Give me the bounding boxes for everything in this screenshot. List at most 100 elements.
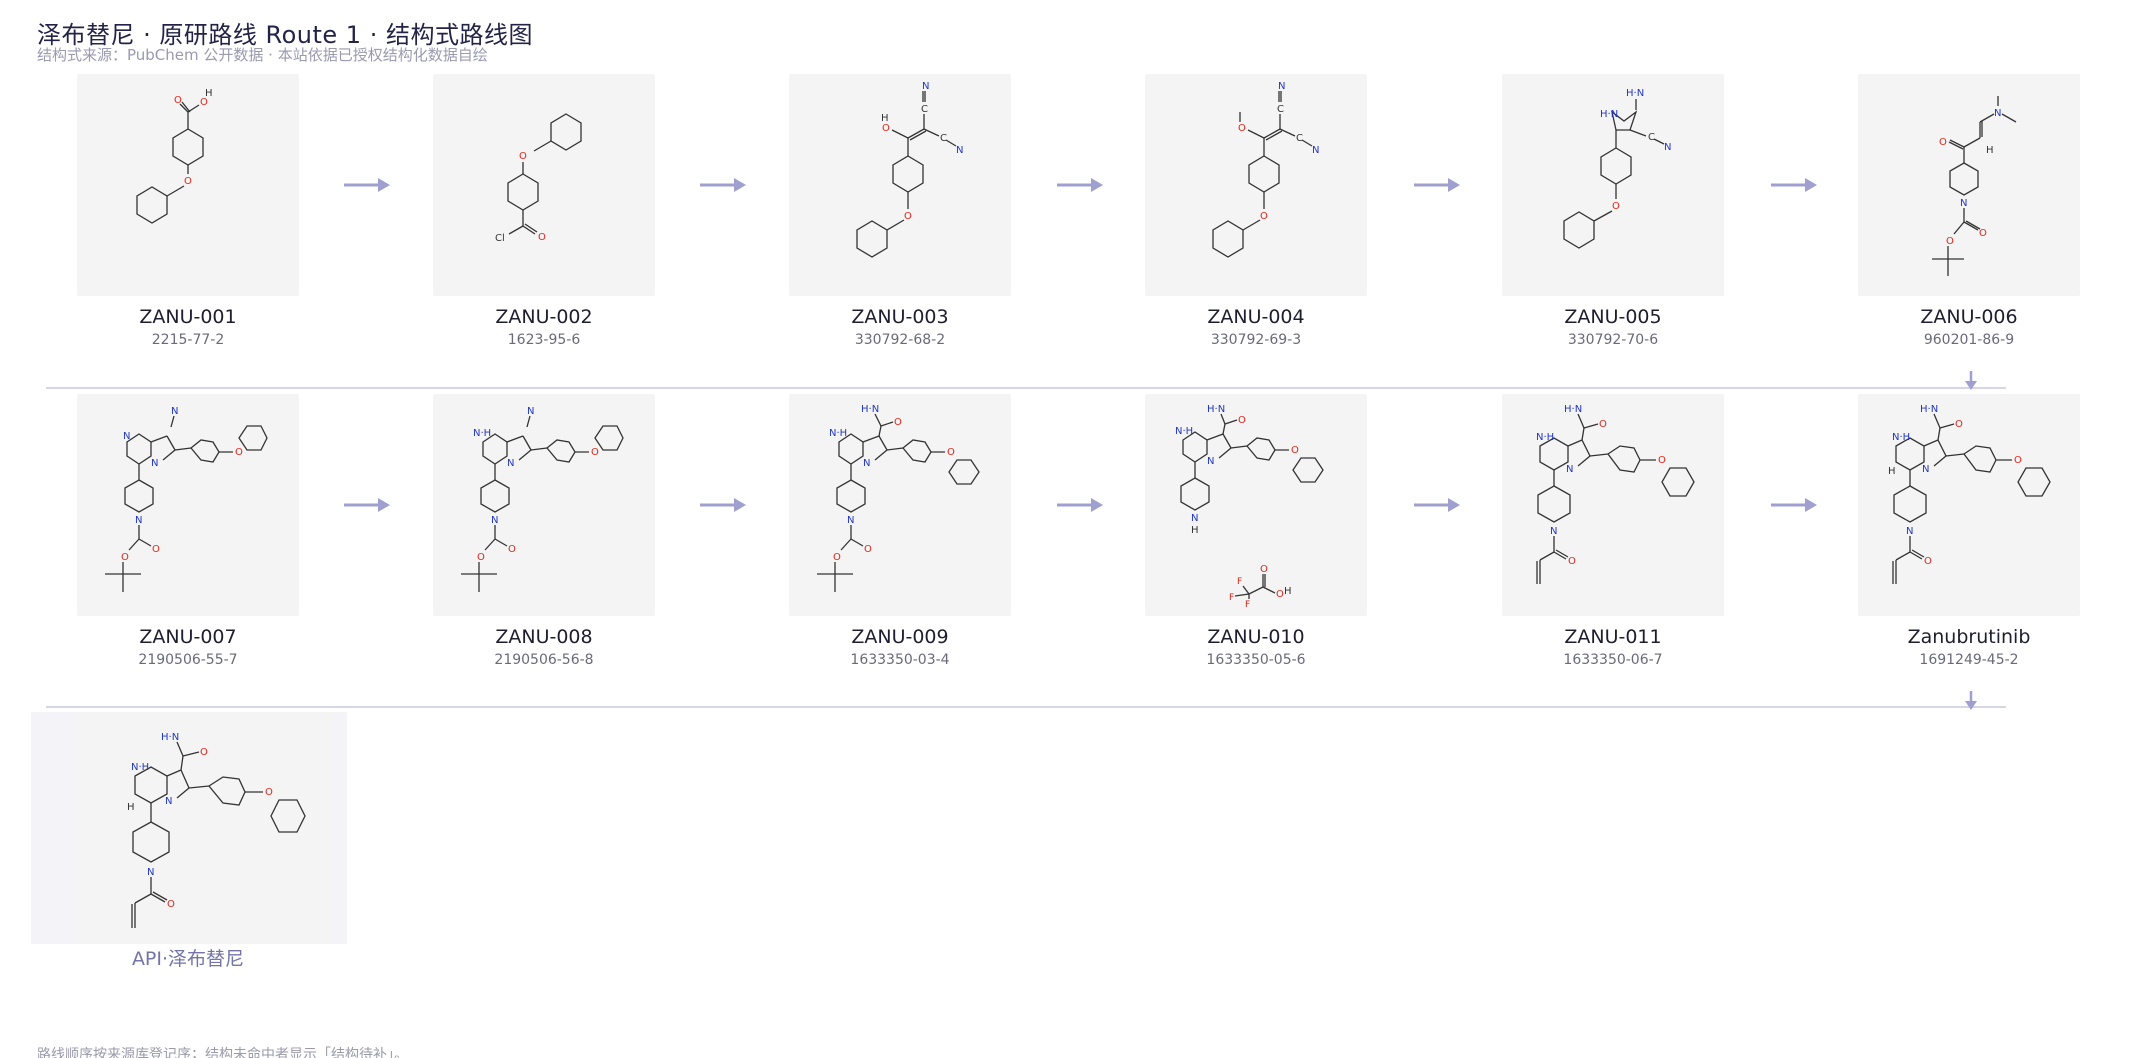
cas-number: 1633350-03-4	[850, 652, 950, 668]
structure-zanu-007: N N N O N O O	[105, 406, 268, 592]
route-arrow-right-icon	[1771, 498, 1817, 512]
compound-code: ZANU-006	[1920, 306, 2018, 328]
structure-image: H·N O N·H N H O N	[1858, 394, 2080, 616]
svg-text:O: O	[519, 151, 527, 162]
svg-text:O: O	[477, 552, 485, 563]
cas-number: 1623-95-6	[507, 332, 581, 348]
route-arrow-down-icon	[1965, 691, 1977, 710]
svg-text:N·H: N·H	[829, 428, 847, 439]
svg-text:N·H: N·H	[131, 762, 149, 773]
route-arrow-right-icon	[1414, 178, 1460, 192]
structure-zanu-010: H·N O N·H N O N H F	[1175, 404, 1324, 610]
api-label: API·泽布替尼	[131, 948, 245, 970]
svg-text:N: N	[135, 515, 142, 526]
compound-code: ZANU-001	[139, 306, 237, 328]
compound-card-zanu-005[interactable]: H·N H·N C N O ZANU-005 330792-70-6	[1502, 74, 1724, 350]
page-subtitle: 结构式来源：PubChem 公开数据 · 本站依据已授权结构化数据自绘	[37, 46, 488, 64]
svg-text:O: O	[1979, 228, 1987, 239]
compound-code: ZANU-009	[851, 626, 949, 648]
svg-text:O: O	[235, 447, 243, 458]
compound-card-zanu-001[interactable]: O O H O ZANU-001 2215-77-2	[77, 74, 299, 350]
structure-zanu-009: H·N O N·H N O N O	[817, 404, 980, 592]
compound-card-zanu-009[interactable]: H·N O N·H N O N O	[789, 394, 1011, 670]
compound-card-zanu-006[interactable]: N H O N O O	[1858, 74, 2080, 350]
svg-text:O: O	[1924, 556, 1932, 567]
route-arrow-right-icon	[1771, 178, 1817, 192]
svg-text:O: O	[200, 747, 208, 758]
svg-text:N: N	[1207, 456, 1214, 467]
structure-image: N C C N O H O	[789, 74, 1011, 296]
svg-text:N: N	[1550, 526, 1557, 537]
svg-text:N·H: N·H	[1536, 432, 1554, 443]
svg-text:H·N: H·N	[1600, 109, 1618, 120]
api-card[interactable]: H·N O N·H N H O N O	[31, 712, 347, 944]
structure-image: O Cl O	[433, 74, 655, 296]
structure-image: N N N O N O O	[77, 394, 299, 616]
svg-text:N: N	[527, 406, 534, 417]
structure-zanu-003: N C C N O H O	[856, 81, 963, 258]
svg-text:N: N	[151, 458, 158, 469]
svg-text:O: O	[508, 544, 516, 555]
svg-text:O: O	[1260, 211, 1268, 222]
svg-text:O: O	[1939, 137, 1947, 148]
structure-zanu-005: H·N H·N C N O	[1563, 88, 1671, 249]
structure-image: N C C N O O	[1145, 74, 1367, 296]
structure-image: H·N O N·H N O N	[1502, 394, 1724, 616]
route-arrow-down-icon	[1965, 371, 1977, 390]
compound-card-zanu-004[interactable]: N C C N O O ZANU-0	[1145, 74, 1367, 350]
svg-text:O: O	[904, 211, 912, 222]
svg-text:C: C	[921, 104, 928, 115]
cas-number: 330792-70-6	[1567, 332, 1659, 348]
svg-text:O: O	[174, 95, 182, 106]
svg-text:O: O	[591, 447, 599, 458]
svg-text:O: O	[265, 787, 273, 798]
cas-number: 330792-69-3	[1210, 332, 1302, 348]
svg-text:N: N	[123, 431, 130, 442]
compound-card-zanubrutinib[interactable]: H·N O N·H N H O N	[1858, 394, 2080, 670]
svg-text:C: C	[1648, 132, 1655, 143]
compound-card-zanu-007[interactable]: N N N O N O O	[77, 394, 299, 670]
compound-code: ZANU-008	[495, 626, 593, 648]
svg-text:N: N	[491, 515, 498, 526]
compound-card-zanu-008[interactable]: N N·H N O N O O	[433, 394, 655, 670]
route-row-1: O O H O ZANU-001 2215-77-2 O	[0, 74, 2132, 374]
svg-text:N: N	[507, 458, 514, 469]
svg-text:O: O	[882, 123, 890, 134]
svg-text:Cl: Cl	[495, 233, 505, 244]
structure-api-zanubrutinib: H·N O N·H N H O N O	[127, 732, 306, 928]
svg-text:N: N	[1191, 513, 1198, 524]
route-arrow-right-icon	[700, 498, 746, 512]
svg-text:N: N	[847, 515, 854, 526]
compound-code: Zanubrutinib	[1907, 626, 2031, 648]
svg-text:O: O	[167, 899, 175, 910]
svg-text:O: O	[1291, 445, 1299, 456]
svg-text:O: O	[1955, 419, 1963, 430]
svg-text:N: N	[1312, 145, 1319, 156]
compound-code: ZANU-011	[1564, 626, 1662, 648]
svg-text:H·N: H·N	[1626, 88, 1644, 99]
route-row-2: N N N O N O O	[0, 394, 2132, 694]
compound-card-zanu-011[interactable]: H·N O N·H N O N	[1502, 394, 1724, 670]
compound-code: ZANU-004	[1207, 306, 1305, 328]
svg-text:N: N	[863, 458, 870, 469]
structure-image: H·N H·N C N O	[1502, 74, 1724, 296]
svg-text:N: N	[1922, 464, 1929, 475]
structure-zanu-002: O Cl O	[495, 113, 582, 244]
route-arrow-right-icon	[1414, 498, 1460, 512]
compound-card-zanu-003[interactable]: N C C N O H O ZANU-	[789, 74, 1011, 350]
route-arrow-right-icon	[344, 178, 390, 192]
cas-number: 2215-77-2	[151, 332, 225, 348]
svg-text:O: O	[2014, 455, 2022, 466]
route-arrow-right-icon	[1057, 498, 1103, 512]
svg-text:N·H: N·H	[473, 428, 491, 439]
svg-text:O: O	[833, 552, 841, 563]
compound-card-zanu-010[interactable]: H·N O N·H N O N H F	[1145, 394, 1367, 670]
svg-text:O: O	[1658, 455, 1666, 466]
svg-text:O: O	[121, 552, 129, 563]
cas-number: 960201-86-9	[1923, 332, 2015, 348]
row-divider	[46, 387, 2006, 389]
svg-text:O: O	[864, 544, 872, 555]
svg-text:N: N	[171, 406, 178, 417]
cas-number: 1633350-05-6	[1206, 652, 1306, 668]
compound-card-zanu-002[interactable]: O Cl O ZANU-002 1623-95-6	[433, 74, 655, 350]
